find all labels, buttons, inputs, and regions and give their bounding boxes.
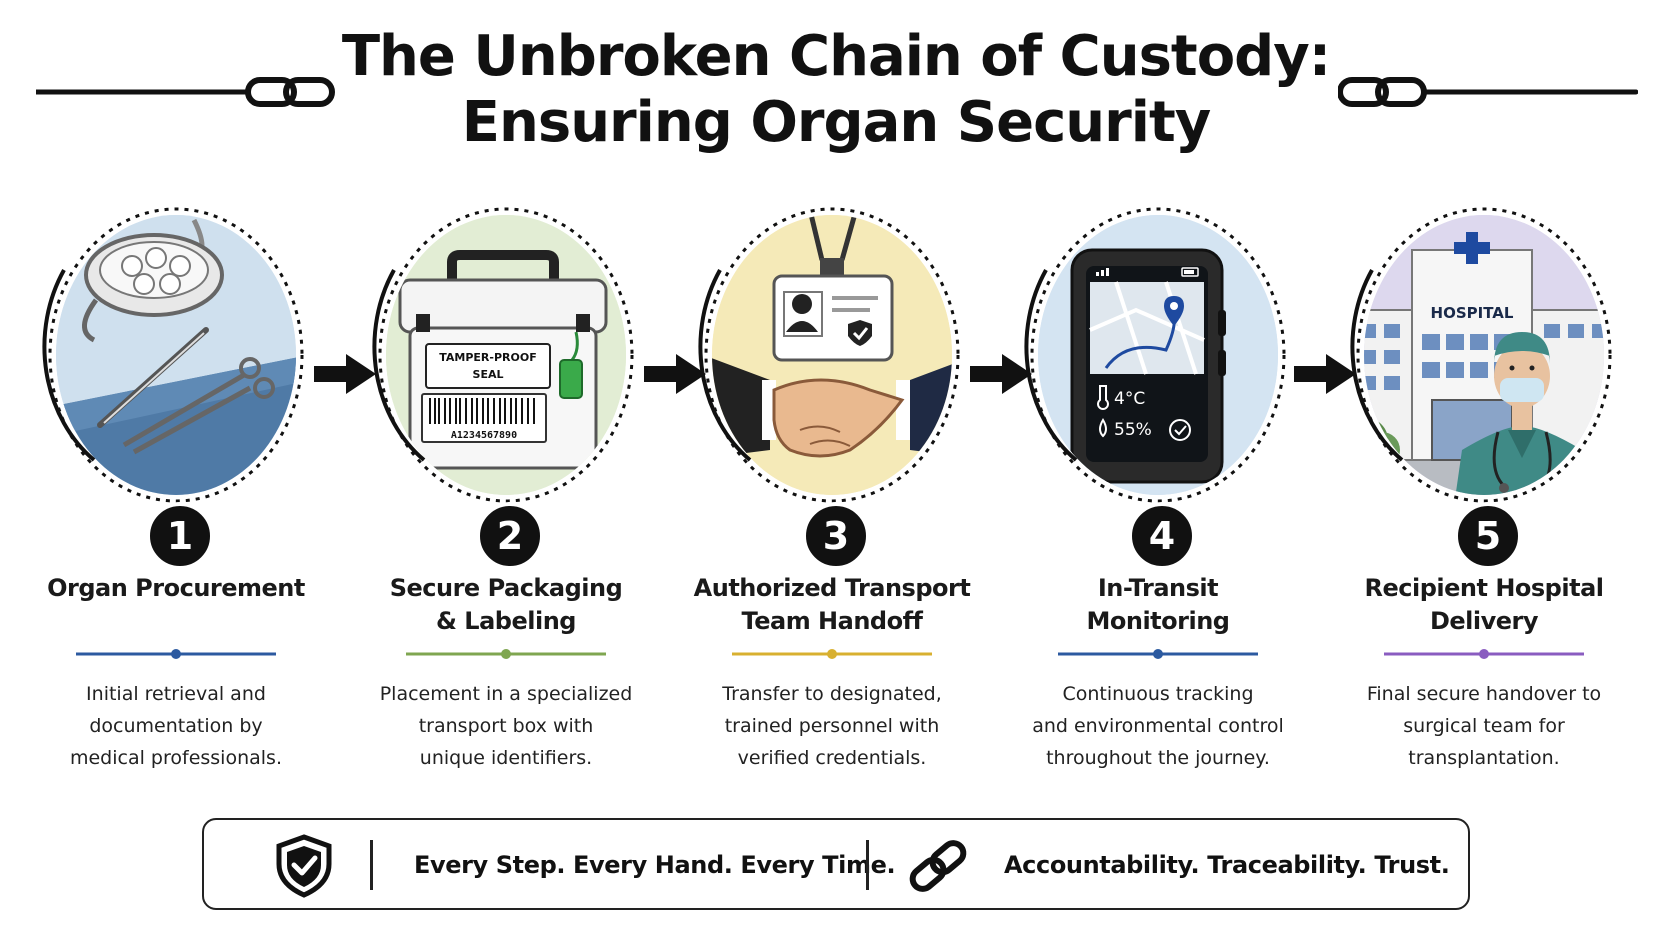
step-title-line: In-Transit bbox=[1097, 574, 1219, 602]
footer-banner: Every Step. Every Hand. Every Time. Acco… bbox=[202, 818, 1470, 910]
arrow-right-icon bbox=[314, 354, 376, 394]
step-divider bbox=[1384, 649, 1584, 659]
step-title-line: Team Handoff bbox=[741, 607, 923, 635]
step-secure-packaging: TAMPER-PROOF SEAL A1234567890 2 Secu bbox=[344, 200, 668, 790]
step-description-line: trained personnel with bbox=[724, 715, 940, 737]
footer-left-text: Every Step. Every Hand. Every Time. bbox=[414, 851, 896, 879]
chain-decoration-left-icon bbox=[36, 77, 335, 107]
step-title-line: Delivery bbox=[1429, 607, 1539, 635]
step-description-line: surgical team for bbox=[1403, 715, 1565, 737]
step-description: Initial retrieval and documentation by m… bbox=[36, 678, 316, 774]
page-title: The Unbroken Chain of Custody: Ensuring … bbox=[0, 24, 1672, 156]
surgical-instruments-icon bbox=[42, 207, 304, 503]
step-title: Organ Procurement bbox=[14, 572, 338, 605]
step-number-badge: 3 bbox=[802, 502, 870, 570]
step-organ-procurement: 1 Organ Procurement Initial retrieval an… bbox=[14, 200, 338, 790]
step-description: Transfer to designated, trained personne… bbox=[692, 678, 972, 774]
device-humidity: 55% bbox=[1114, 420, 1152, 440]
step-in-transit-monitoring: 4°C 55% 4 In-Transit Monitoring Continuo… bbox=[996, 200, 1320, 790]
step-description-line: and environmental control bbox=[1032, 715, 1284, 737]
step-description-line: verified credentials. bbox=[737, 747, 927, 769]
footer-separator bbox=[370, 840, 373, 890]
footer-separator bbox=[866, 840, 869, 890]
gps-tracker-icon: 4°C 55% bbox=[1024, 207, 1286, 503]
step-title: Secure Packaging & Labeling bbox=[344, 572, 668, 638]
step-transport-handoff: 3 Authorized Transport Team Handoff Tran… bbox=[670, 200, 994, 790]
step-title-line: Monitoring bbox=[1086, 607, 1230, 635]
step-title-line: Secure Packaging bbox=[389, 574, 623, 602]
transport-box-icon: TAMPER-PROOF SEAL A1234567890 bbox=[372, 207, 634, 503]
chain-link-icon bbox=[909, 840, 967, 892]
seal-label-line: TAMPER-PROOF bbox=[439, 351, 536, 364]
step-title-line: & Labeling bbox=[436, 607, 576, 635]
step-divider bbox=[1058, 649, 1258, 659]
step-title-line: Authorized Transport bbox=[693, 574, 971, 602]
step-description: Continuous tracking and environmental co… bbox=[1018, 678, 1298, 774]
step-recipient-delivery: HOSPITAL bbox=[1322, 200, 1646, 790]
title-line-1: The Unbroken Chain of Custody: bbox=[341, 24, 1331, 89]
step-description-line: Placement in a specialized bbox=[379, 683, 633, 705]
step-description-line: Transfer to designated, bbox=[722, 683, 942, 705]
step-divider bbox=[732, 649, 932, 659]
step-number-badge: 2 bbox=[476, 502, 544, 570]
step-title: Authorized Transport Team Handoff bbox=[670, 572, 994, 638]
footer-right-text: Accountability. Traceability. Trust. bbox=[1004, 851, 1450, 879]
step-number-badge: 5 bbox=[1454, 502, 1522, 570]
step-description-line: Continuous tracking bbox=[1062, 683, 1254, 705]
step-description-line: throughout the journey. bbox=[1046, 747, 1270, 769]
box-id-label: A1234567890 bbox=[451, 430, 517, 441]
device-temperature: 4°C bbox=[1114, 389, 1145, 409]
step-description-line: documentation by bbox=[89, 715, 263, 737]
step-description: Final secure handover to surgical team f… bbox=[1344, 678, 1624, 774]
step-description-line: medical professionals. bbox=[69, 747, 282, 769]
seal-label-line: SEAL bbox=[473, 368, 504, 381]
step-description: Placement in a specialized transport box… bbox=[366, 678, 646, 774]
step-title-line: Organ Procurement bbox=[47, 574, 305, 602]
step-divider bbox=[406, 649, 606, 659]
step-number-badge: 4 bbox=[1128, 502, 1196, 570]
arrow-right-icon bbox=[1294, 354, 1356, 394]
hospital-surgeon-icon: HOSPITAL bbox=[1350, 207, 1612, 503]
title-line-2: Ensuring Organ Security bbox=[461, 90, 1212, 155]
arrow-right-icon bbox=[970, 354, 1032, 394]
shield-check-icon bbox=[276, 834, 332, 898]
step-title: In-Transit Monitoring bbox=[996, 572, 1320, 638]
step-description-line: Initial retrieval and bbox=[86, 683, 266, 705]
step-description-line: unique identifiers. bbox=[419, 747, 593, 769]
step-title-line: Recipient Hospital bbox=[1364, 574, 1604, 602]
hospital-sign: HOSPITAL bbox=[1431, 304, 1514, 322]
step-description-line: transplantation. bbox=[1408, 747, 1560, 769]
handshake-badge-icon bbox=[698, 207, 960, 503]
step-description-line: transport box with bbox=[418, 715, 594, 737]
chain-decoration-right-icon bbox=[1338, 77, 1638, 107]
step-description-line: Final secure handover to bbox=[1366, 683, 1602, 705]
arrow-right-icon bbox=[644, 354, 706, 394]
step-title: Recipient Hospital Delivery bbox=[1322, 572, 1646, 638]
step-number-badge: 1 bbox=[146, 502, 214, 570]
step-divider bbox=[76, 649, 276, 659]
